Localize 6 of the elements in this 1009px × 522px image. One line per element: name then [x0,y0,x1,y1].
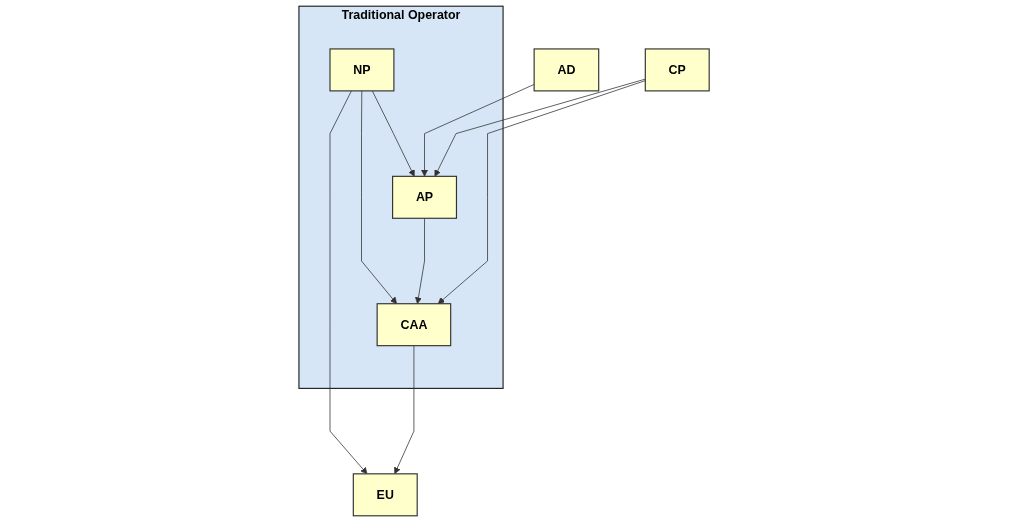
node-box: EU [353,473,419,517]
node-box: CAA [377,303,452,347]
node-box: NP [329,48,395,92]
node-box: CP [645,48,711,92]
node-box: AD [534,48,600,92]
node-box: AP [392,175,458,219]
